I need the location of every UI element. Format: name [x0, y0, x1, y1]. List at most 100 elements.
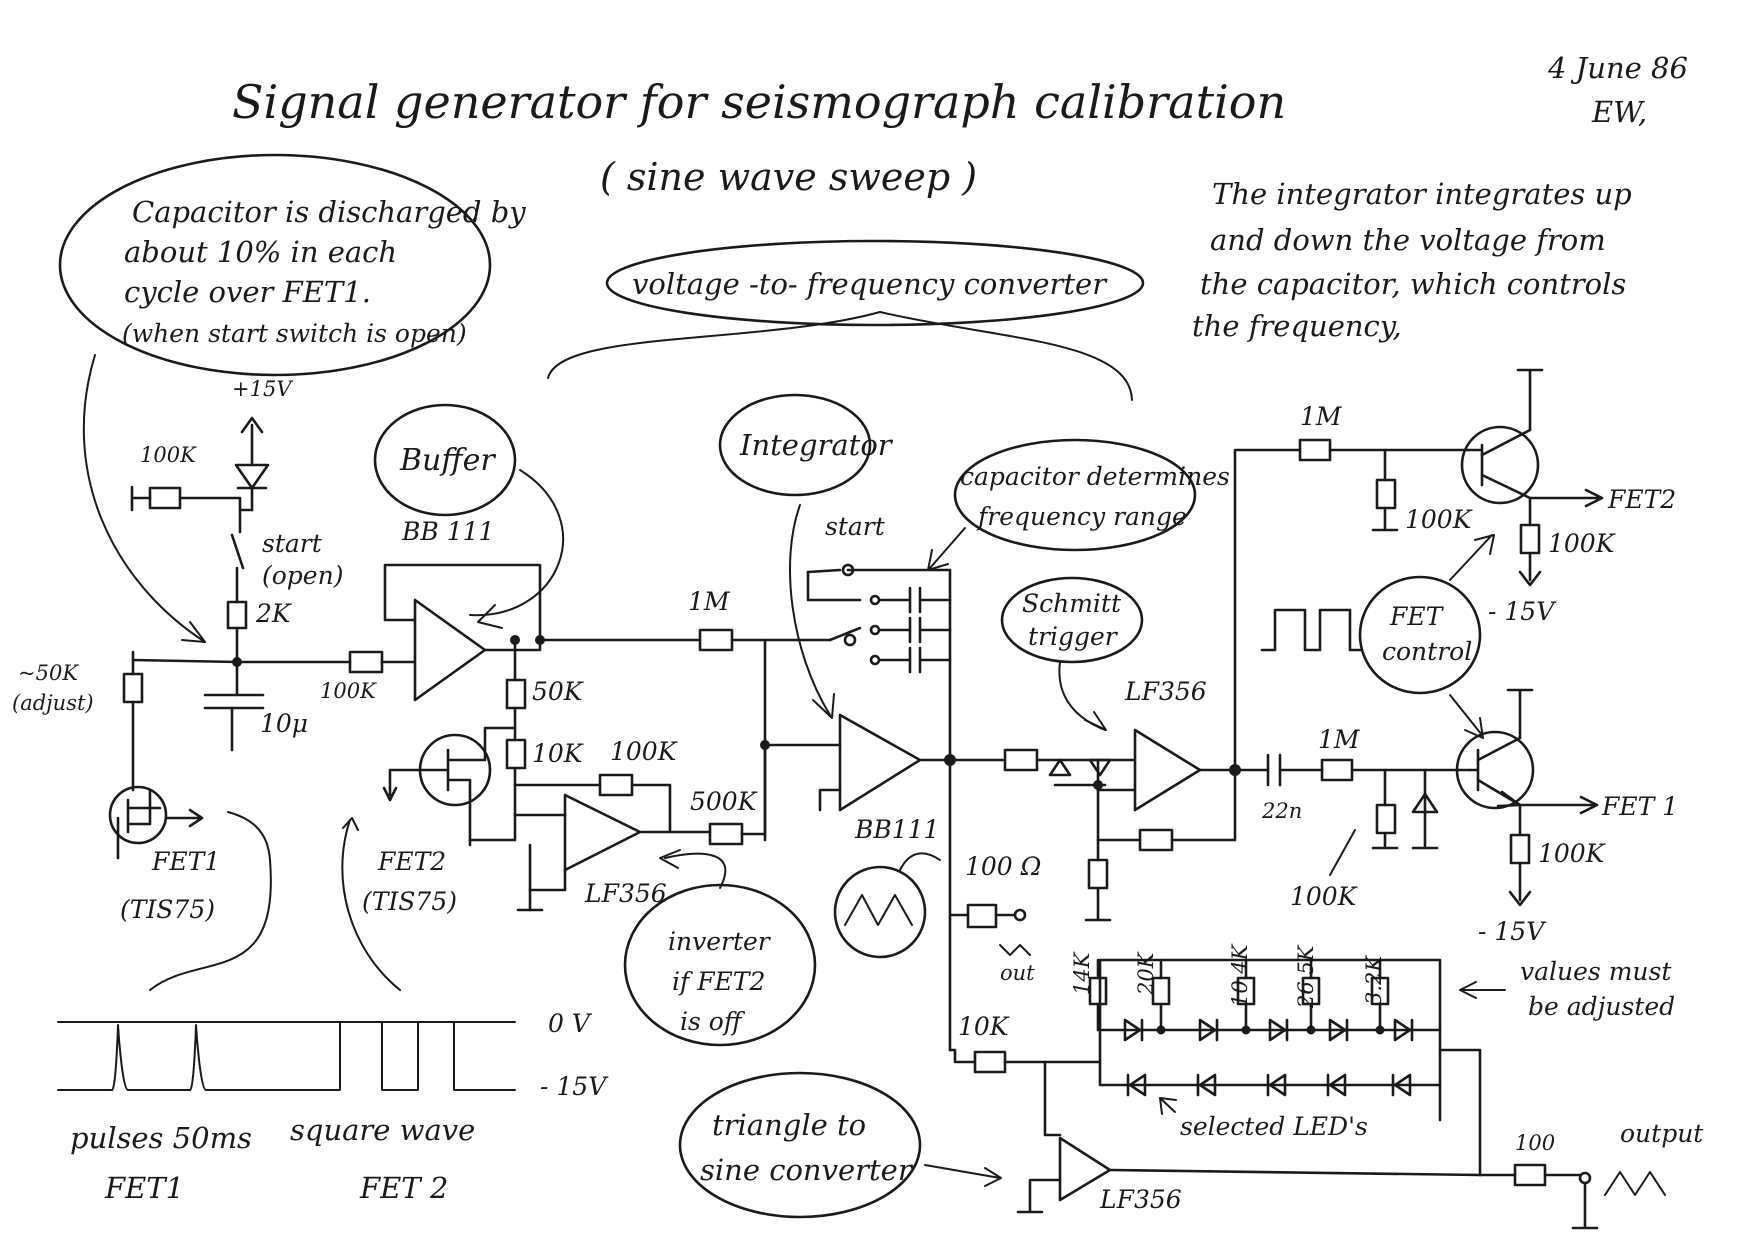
- fet-control-section: 1M 100K FET2 100K - 15V FET control 22n …: [1233, 368, 1678, 946]
- svg-text:BB111: BB111: [854, 815, 939, 844]
- svg-text:square wave: square wave: [290, 1113, 475, 1147]
- svg-text:LF356: LF356: [1124, 677, 1207, 706]
- svg-text:100K: 100K: [1538, 839, 1606, 868]
- svg-text:values must: values must: [1520, 957, 1672, 986]
- author-note: EW,: [1591, 95, 1647, 129]
- svg-text:and down the voltage from: and down the voltage from: [1210, 223, 1606, 257]
- svg-text:Schmitt: Schmitt: [1022, 589, 1122, 618]
- svg-text:about 10% in each: about 10% in each: [124, 235, 397, 269]
- svg-text:10K: 10K: [532, 739, 584, 768]
- svg-text:LF356: LF356: [584, 879, 667, 908]
- svg-text:(TIS75): (TIS75): [362, 887, 457, 916]
- svg-text:(when start switch is open): (when start switch is open): [122, 319, 467, 348]
- svg-text:10K: 10K: [958, 1012, 1010, 1041]
- svg-text:Buffer: Buffer: [399, 443, 496, 478]
- svg-text:Capacitor is discharged by: Capacitor is discharged by: [132, 195, 526, 229]
- svg-text:Integrator: Integrator: [739, 428, 894, 462]
- svg-text:(adjust): (adjust): [12, 691, 94, 715]
- triangle-output: 100 Ω out: [833, 852, 1041, 985]
- svg-text:FET2: FET2: [377, 847, 446, 876]
- svg-text:FET 2: FET 2: [359, 1171, 448, 1205]
- svg-text:cycle over FET1.: cycle over FET1.: [124, 275, 371, 309]
- svg-text:- 15V: - 15V: [1488, 597, 1557, 626]
- capacitor-discharge-bubble: Capacitor is discharged by about 10% in …: [58, 153, 526, 643]
- svg-text:pulses 50ms: pulses 50ms: [70, 1121, 252, 1155]
- svg-text:100K: 100K: [610, 737, 678, 766]
- inverter-section: 50K 10K 100K 500K LF356 FET2 (TIS75) inv…: [341, 635, 817, 1047]
- svg-text:100K: 100K: [140, 443, 197, 467]
- svg-text:10μ: 10μ: [260, 709, 308, 738]
- svg-text:sine converter: sine converter: [700, 1153, 914, 1187]
- svg-text:start: start: [825, 512, 886, 541]
- resistor-10-4k: 10.4K: [1228, 943, 1256, 1007]
- svg-text:capacitor determines: capacitor determines: [960, 462, 1230, 491]
- svg-text:FET1: FET1: [151, 847, 220, 876]
- svg-text:the capacitor, which controls: the capacitor, which controls: [1200, 267, 1626, 301]
- resistor-14k: 14K: [1070, 951, 1108, 1006]
- svg-text:50K: 50K: [532, 677, 584, 706]
- schmitt-trigger-section: LF356 Schmitt trigger: [953, 576, 1241, 922]
- svg-text:100K: 100K: [320, 679, 377, 703]
- svg-text:output: output: [1620, 1119, 1704, 1148]
- svg-text:control: control: [1382, 637, 1472, 666]
- svg-text:inverter: inverter: [668, 927, 772, 956]
- integrator-description: The integrator integrates up and down th…: [1192, 177, 1632, 343]
- svg-text:(open): (open): [262, 561, 343, 590]
- svg-text:FET 1: FET 1: [1601, 792, 1678, 821]
- svg-text:2K: 2K: [255, 599, 292, 628]
- svg-text:The integrator integrates up: The integrator integrates up: [1212, 177, 1632, 211]
- svg-text:the frequency,: the frequency,: [1192, 309, 1402, 343]
- svg-text:- 15V: - 15V: [1478, 917, 1547, 946]
- svg-text:10.4K: 10.4K: [1228, 943, 1252, 1007]
- svg-text:100: 100: [1515, 1131, 1555, 1155]
- svg-text:selected LED's: selected LED's: [1180, 1112, 1368, 1141]
- svg-text:14K: 14K: [1070, 951, 1094, 995]
- vf-converter-bubble: voltage -to- frequency converter: [547, 239, 1145, 401]
- svg-text:500K: 500K: [690, 787, 758, 816]
- svg-text:if FET2: if FET2: [672, 967, 765, 996]
- svg-text:FET1: FET1: [104, 1171, 184, 1205]
- diagram-title: Signal generator for seismograph calibra…: [232, 75, 1286, 129]
- svg-text:frequency range: frequency range: [976, 502, 1187, 531]
- start-branch: +15V 100K start (open) 2K: [130, 377, 343, 664]
- svg-text:100K: 100K: [1405, 505, 1473, 534]
- svg-text:1M: 1M: [1300, 402, 1343, 431]
- svg-text:3.2K: 3.2K: [1362, 955, 1386, 1005]
- svg-text:LF356: LF356: [1099, 1185, 1182, 1214]
- svg-text:1M: 1M: [1318, 725, 1361, 754]
- svg-text:voltage -to- frequency convert: voltage -to- frequency converter: [632, 267, 1108, 301]
- diagram-subtitle: ( sine wave sweep ): [600, 155, 977, 199]
- svg-text:trigger: trigger: [1028, 622, 1119, 651]
- svg-text:0 V: 0 V: [548, 1009, 593, 1038]
- svg-text:26.5K: 26.5K: [1294, 944, 1318, 1009]
- svg-text:BB 111: BB 111: [401, 517, 494, 546]
- svg-text:FET2: FET2: [1607, 485, 1676, 514]
- buffer-section: 100K Buffer BB 111: [320, 403, 565, 703]
- timing-waveforms: 0 V - 15V pulses 50ms FET1 square wave F…: [57, 1009, 609, 1205]
- svg-text:be adjusted: be adjusted: [1528, 992, 1675, 1021]
- date-note: 4 June 86: [1547, 51, 1688, 85]
- svg-text:20K: 20K: [1134, 951, 1158, 996]
- triangle-to-sine-network: 10K 14K 20K 10.4K 26.5K 3.2K: [948, 943, 1675, 1177]
- resistor-3-2k: 3.2K: [1362, 955, 1390, 1006]
- integrator-section: 1M BB111 Integrator start capacitor dete…: [535, 393, 1230, 1052]
- svg-text:FET: FET: [1389, 602, 1445, 631]
- svg-text:+15V: +15V: [232, 377, 293, 401]
- charge-capacitor-section: 10μ ~50K (adjust) FET1 (TIS75): [12, 650, 352, 991]
- svg-text:100K: 100K: [1548, 529, 1616, 558]
- resistor-26-5k: 26.5K: [1294, 944, 1321, 1009]
- svg-text:is off: is off: [680, 1007, 746, 1036]
- svg-text:100K: 100K: [1290, 882, 1358, 911]
- svg-text:triangle to: triangle to: [712, 1108, 866, 1142]
- svg-text:~50K: ~50K: [18, 661, 79, 685]
- svg-text:1M: 1M: [688, 587, 731, 616]
- output-stage: LF356 100 output triangle to sine conver…: [678, 1071, 1704, 1230]
- svg-text:100 Ω: 100 Ω: [965, 852, 1041, 881]
- svg-text:- 15V: - 15V: [540, 1072, 609, 1101]
- svg-text:start: start: [262, 529, 323, 558]
- svg-text:out: out: [1000, 961, 1035, 985]
- svg-text:(TIS75): (TIS75): [120, 895, 215, 924]
- svg-text:22n: 22n: [1261, 799, 1302, 823]
